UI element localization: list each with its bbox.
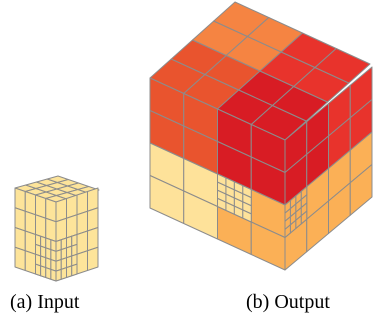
input-fine-cell <box>71 263 78 277</box>
input-fine-cell <box>66 265 73 278</box>
input-fine-cell <box>50 268 57 282</box>
input-right-cell <box>76 250 88 275</box>
input-octree-cube <box>14 175 100 282</box>
output-fine-cell <box>300 210 308 225</box>
input-left-cell <box>14 246 26 271</box>
input-right-cell <box>87 246 99 271</box>
output-octree-cube <box>149 1 373 271</box>
input-left-cell <box>24 250 36 275</box>
input-fine-cell <box>40 265 47 278</box>
input-fine-cell <box>35 263 42 277</box>
output-fine-cell <box>242 209 252 223</box>
output-top-cell <box>314 48 371 84</box>
caption-output: (b) Output <box>246 291 330 313</box>
input-fine-cell <box>60 267 67 280</box>
output-right-cell <box>349 164 373 216</box>
input-fine-cell <box>55 268 62 282</box>
caption-input: (a) Input <box>10 291 80 313</box>
input-fine-cell <box>45 267 52 280</box>
